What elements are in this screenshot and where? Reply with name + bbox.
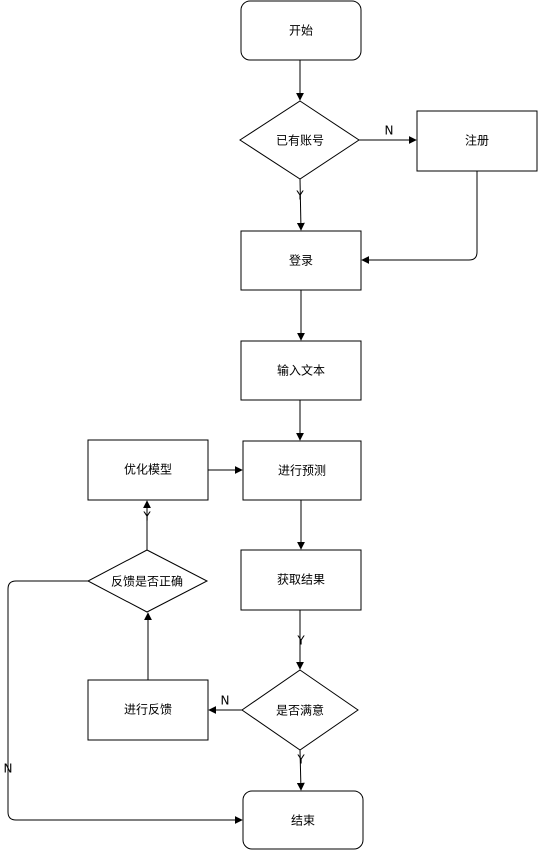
- edge-feedback-correct-to-end: [7, 580, 243, 824]
- edge-satisfied-to-end: [296, 749, 305, 791]
- has-account-decision[interactable]: 已有账号: [239, 100, 360, 180]
- edge-label-has-account-yes: Y: [295, 189, 304, 203]
- edge-label-feedback-no: N: [4, 762, 13, 776]
- satisfied-decision[interactable]: 是否满意: [241, 669, 359, 751]
- give-feedback-node[interactable]: 进行反馈: [87, 679, 209, 741]
- edge-has-account-to-login: [296, 178, 305, 231]
- login-label: 登录: [289, 253, 313, 268]
- login-node[interactable]: 登录: [240, 230, 362, 291]
- satisfied-label: 是否满意: [276, 703, 324, 718]
- edge-label-has-account-no: N: [385, 124, 394, 138]
- get-result-label: 获取结果: [277, 573, 325, 587]
- end-label: 结束: [291, 814, 315, 828]
- predict-node[interactable]: 进行预测: [242, 440, 362, 501]
- edge-label-satisfied-yes: Y: [296, 753, 305, 767]
- optimize-model-label: 优化模型: [124, 463, 172, 477]
- register-label: 注册: [465, 133, 489, 148]
- edge-label-satisfied-no: N: [221, 694, 230, 708]
- end-node[interactable]: 结束: [242, 790, 364, 850]
- edge-label-feedback-yes: Y: [142, 510, 151, 524]
- edge-label-result-yes: Y: [296, 634, 305, 648]
- give-feedback-label: 进行反馈: [124, 703, 172, 717]
- feedback-correct-label: 反馈是否正确: [111, 575, 183, 589]
- start-node[interactable]: 开始: [240, 0, 362, 61]
- input-text-label: 输入文本: [277, 363, 325, 378]
- optimize-model-node[interactable]: 优化模型: [87, 439, 209, 501]
- predict-label: 进行预测: [278, 464, 326, 478]
- feedback-correct-decision[interactable]: 反馈是否正确: [86, 549, 209, 613]
- get-result-node[interactable]: 获取结果: [240, 549, 362, 611]
- register-node[interactable]: 注册: [416, 110, 538, 172]
- has-account-label: 已有账号: [276, 134, 324, 148]
- input-text-node[interactable]: 输入文本: [240, 340, 362, 401]
- start-label: 开始: [289, 24, 313, 38]
- edge-register-to-login: [361, 171, 478, 264]
